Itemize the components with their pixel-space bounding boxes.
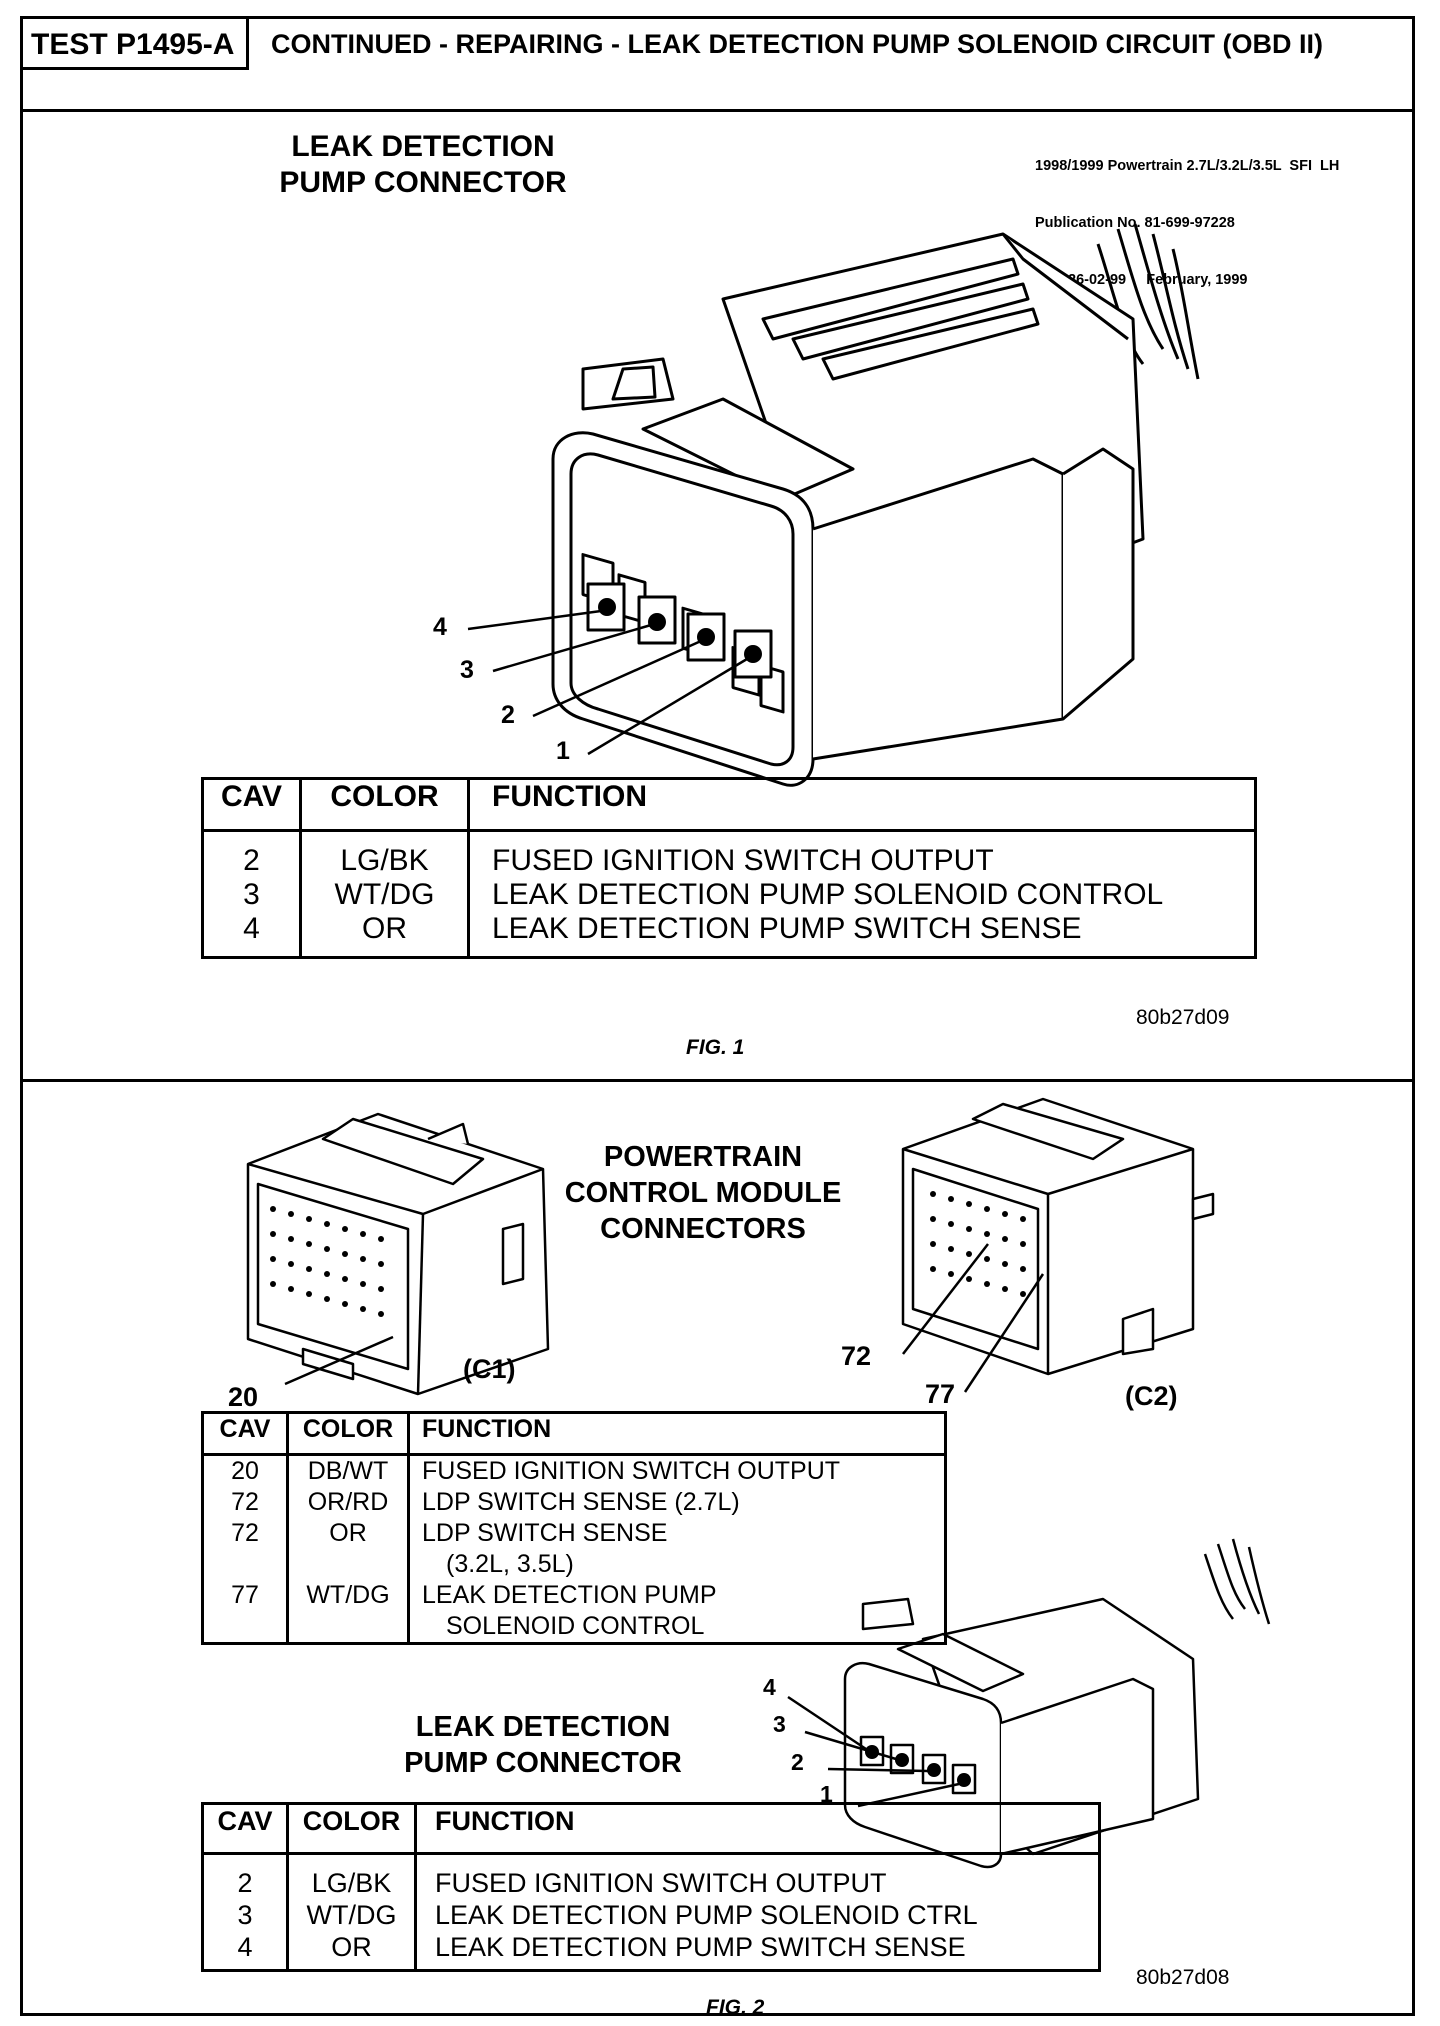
- col-header-color: COLOR: [286, 1803, 416, 1855]
- fig2-label: FIG. 2: [706, 1996, 765, 2019]
- cav-cell: 3: [237, 1900, 253, 1930]
- page-header: TEST P1495-A CONTINUED - REPAIRING - LEA…: [23, 19, 1412, 112]
- function-cell: LEAK DETECTION PUMP SOLENOID CTRL: [435, 1900, 978, 1930]
- fig2-callout-3: 3: [773, 1711, 786, 1737]
- pcm-connectors-heading: POWERTRAIN CONTROL MODULE CONNECTORS: [553, 1139, 853, 1247]
- cav-cell: 4: [243, 912, 260, 945]
- table-row: 2 3 4 LG/BK WT/DG OR FUSED IGNITION SWIT…: [203, 1853, 1100, 1971]
- cav-cell: 2: [243, 844, 260, 877]
- cav-cell: 72: [231, 1519, 259, 1547]
- fig2-callout-2: 2: [791, 1749, 804, 1775]
- cav-cell: 2: [237, 1868, 253, 1898]
- function-cell: LEAK DETECTION PUMP: [422, 1581, 717, 1609]
- test-id: TEST P1495-A: [23, 19, 249, 70]
- heading-line: PUMP CONNECTOR: [404, 1747, 682, 1779]
- function-cell: LDP SWITCH SENSE: [422, 1519, 668, 1547]
- color-cell: OR: [362, 912, 407, 945]
- function-cell: LEAK DETECTION PUMP SOLENOID CONTROL: [492, 878, 1164, 911]
- color-cell: LG/BK: [311, 1868, 392, 1898]
- col-header-color: COLOR: [286, 1412, 409, 1456]
- cav-cell: 77: [231, 1581, 259, 1609]
- c1-callout-20: 20: [228, 1382, 259, 1412]
- col-header-function: FUNCTION: [407, 1412, 946, 1456]
- color-cell: WT/DG: [306, 1900, 397, 1930]
- heading-line: PUMP CONNECTOR: [279, 166, 567, 199]
- fig2-callout-4: 4: [763, 1674, 776, 1700]
- fig1-callout-3: 3: [460, 656, 474, 684]
- color-cell: OR: [329, 1519, 367, 1547]
- col-header-function: FUNCTION: [467, 778, 1256, 832]
- fig1-label: FIG. 1: [686, 1036, 745, 1059]
- fig1-callout-2: 2: [501, 701, 515, 729]
- c1-label: (C1): [463, 1354, 516, 1384]
- function-cell: FUSED IGNITION SWITCH OUTPUT: [435, 1868, 887, 1898]
- c2-label: (C2): [1125, 1381, 1178, 1411]
- ldp-connector-heading: LEAK DETECTION PUMP CONNECTOR: [358, 1709, 728, 1781]
- function-cell: LEAK DETECTION PUMP SWITCH SENSE: [435, 1932, 966, 1962]
- fig1-callout-1: 1: [556, 737, 570, 765]
- col-header-function: FUNCTION: [414, 1803, 1100, 1855]
- table-row: 2 3 4 LG/BK WT/DG OR FUSED IGNITION SWIT…: [203, 830, 1256, 958]
- fig1-pinout-table: CAV COLOR FUNCTION 2 3 4 LG/BK WT/DG OR …: [201, 777, 1257, 959]
- document-page: TEST P1495-A CONTINUED - REPAIRING - LEA…: [20, 16, 1415, 2019]
- function-cell: FUSED IGNITION SWITCH OUTPUT: [492, 844, 994, 877]
- c2-callout-72: 72: [841, 1341, 872, 1371]
- leak-detection-pump-connector-drawing: [467, 223, 1200, 787]
- cav-cell: 4: [237, 1932, 253, 1962]
- cav-cell: 72: [231, 1488, 259, 1516]
- color-cell: OR: [331, 1932, 372, 1962]
- col-header-cav: CAV: [202, 1412, 288, 1456]
- fig1-heading: LEAK DETECTION PUMP CONNECTOR: [258, 129, 588, 201]
- col-header-cav: CAV: [202, 778, 301, 832]
- fig2-callout-1: 1: [820, 1781, 833, 1807]
- figure-divider: [23, 1079, 1412, 1082]
- color-cell: WT/DG: [306, 1581, 390, 1609]
- function-cell: LDP SWITCH SENSE (2.7L): [422, 1488, 740, 1516]
- publication-reference: 1998/1999 Powertrain 2.7L/3.2L/3.5L SFI …: [1035, 119, 1339, 328]
- fig1-image-id: 80b27d09: [1136, 1006, 1230, 1029]
- c2-pin-grid: [930, 1191, 1026, 1297]
- function-cell: LEAK DETECTION PUMP SWITCH SENSE: [492, 912, 1082, 945]
- col-header-cav: CAV: [202, 1803, 288, 1855]
- cav-cell: 3: [243, 878, 260, 911]
- pcm-pinout-table: CAV COLOR FUNCTION 20 72 72 77 DB/WT OR/…: [201, 1411, 947, 1645]
- cav-cell: 20: [231, 1457, 259, 1485]
- publication-line: Publication No. 81-699-97228: [1035, 215, 1235, 231]
- color-cell: DB/WT: [307, 1457, 389, 1485]
- c1-pin-grid: [270, 1206, 384, 1317]
- function-cell-continued: (3.2L, 3.5L): [446, 1550, 574, 1578]
- fig1-callout-4: 4: [433, 613, 447, 641]
- function-cell-continued: SOLENOID CONTROL: [446, 1612, 705, 1640]
- table-row: 20 72 72 77 DB/WT OR/RD OR WT/DG FUS: [203, 1454, 946, 1644]
- page-title: CONTINUED - REPAIRING - LEAK DETECTION P…: [271, 29, 1324, 59]
- heading-line: CONNECTORS: [600, 1213, 806, 1245]
- heading-line: LEAK DETECTION: [415, 1711, 671, 1743]
- color-cell: LG/BK: [340, 844, 429, 877]
- publication-line: 1998/1999 Powertrain 2.7L/3.2L/3.5L SFI …: [1035, 158, 1340, 174]
- color-cell: WT/DG: [334, 878, 435, 911]
- heading-line: LEAK DETECTION: [291, 130, 555, 163]
- ldp-pinout-table: CAV COLOR FUNCTION 2 3 4 LG/BK WT/DG OR …: [201, 1802, 1101, 1972]
- fig2-image-id: 80b27d08: [1136, 1966, 1230, 1989]
- heading-line: CONTROL MODULE: [564, 1177, 842, 1209]
- col-header-color: COLOR: [299, 778, 469, 832]
- c2-callout-77: 77: [925, 1379, 956, 1409]
- heading-line: POWERTRAIN: [603, 1141, 803, 1173]
- function-cell: FUSED IGNITION SWITCH OUTPUT: [422, 1457, 841, 1485]
- color-cell: OR/RD: [307, 1488, 389, 1516]
